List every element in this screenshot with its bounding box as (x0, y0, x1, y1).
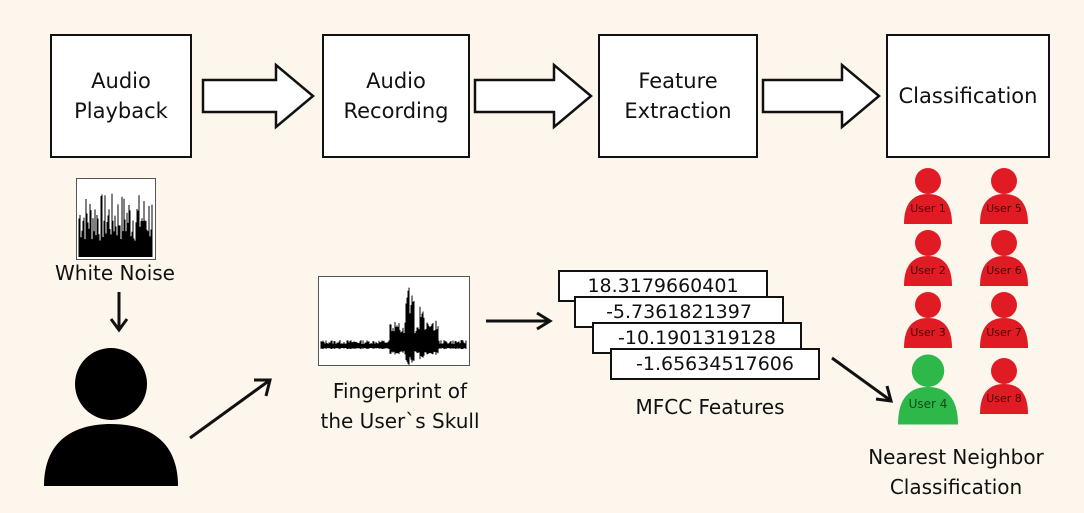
stage-label: Audio Playback (74, 69, 168, 123)
nearest-neighbor-label: Nearest Neighbor Classification (868, 445, 1044, 499)
stage-feature-extraction: Feature Extraction (598, 34, 758, 158)
stage-audio-playback: Audio Playback (50, 34, 192, 158)
user-label: User 8 (986, 392, 1022, 405)
white-noise-label: White Noise (55, 261, 175, 285)
arrow-to-features (486, 311, 553, 331)
stage-label: Classification (898, 84, 1038, 108)
stage-arrow-1 (201, 62, 315, 130)
user-icon: User 1 (896, 166, 960, 228)
mfcc-label: MFCC Features (635, 395, 785, 419)
user-label: User 1 (910, 202, 946, 215)
user-icon-matched: User 4 (888, 352, 968, 430)
mfcc-card-4: -1.65634517606 (610, 348, 820, 380)
stage-label: Audio Recording (343, 69, 449, 123)
stage-label: Feature Extraction (624, 69, 732, 123)
user-label: User 7 (986, 326, 1022, 339)
stage-audio-recording: Audio Recording (322, 34, 470, 158)
user-icon: User 3 (896, 290, 960, 352)
white-noise-plot (76, 178, 156, 260)
user-icon: User 7 (972, 290, 1036, 352)
user-icon: User 5 (972, 166, 1036, 228)
diagonal-arrow (189, 378, 272, 440)
user-label: User 3 (910, 326, 946, 339)
user-icon: User 8 (972, 356, 1036, 418)
user-label: User 2 (910, 264, 946, 277)
user-label: User 5 (986, 202, 1022, 215)
stage-classification: Classification (886, 34, 1050, 158)
stage-arrow-3 (761, 62, 881, 130)
user-label: User 4 (908, 397, 948, 411)
user-person-icon (44, 348, 178, 486)
down-arrow (109, 292, 129, 333)
stage-arrow-2 (473, 62, 593, 130)
user-label: User 6 (986, 264, 1022, 277)
fingerprint-label: Fingerprint of the User`s Skull (320, 379, 480, 433)
user-icon: User 6 (972, 228, 1036, 290)
user-icon: User 2 (896, 228, 960, 290)
fingerprint-plot (318, 276, 470, 366)
arrow-to-classification (831, 356, 894, 403)
